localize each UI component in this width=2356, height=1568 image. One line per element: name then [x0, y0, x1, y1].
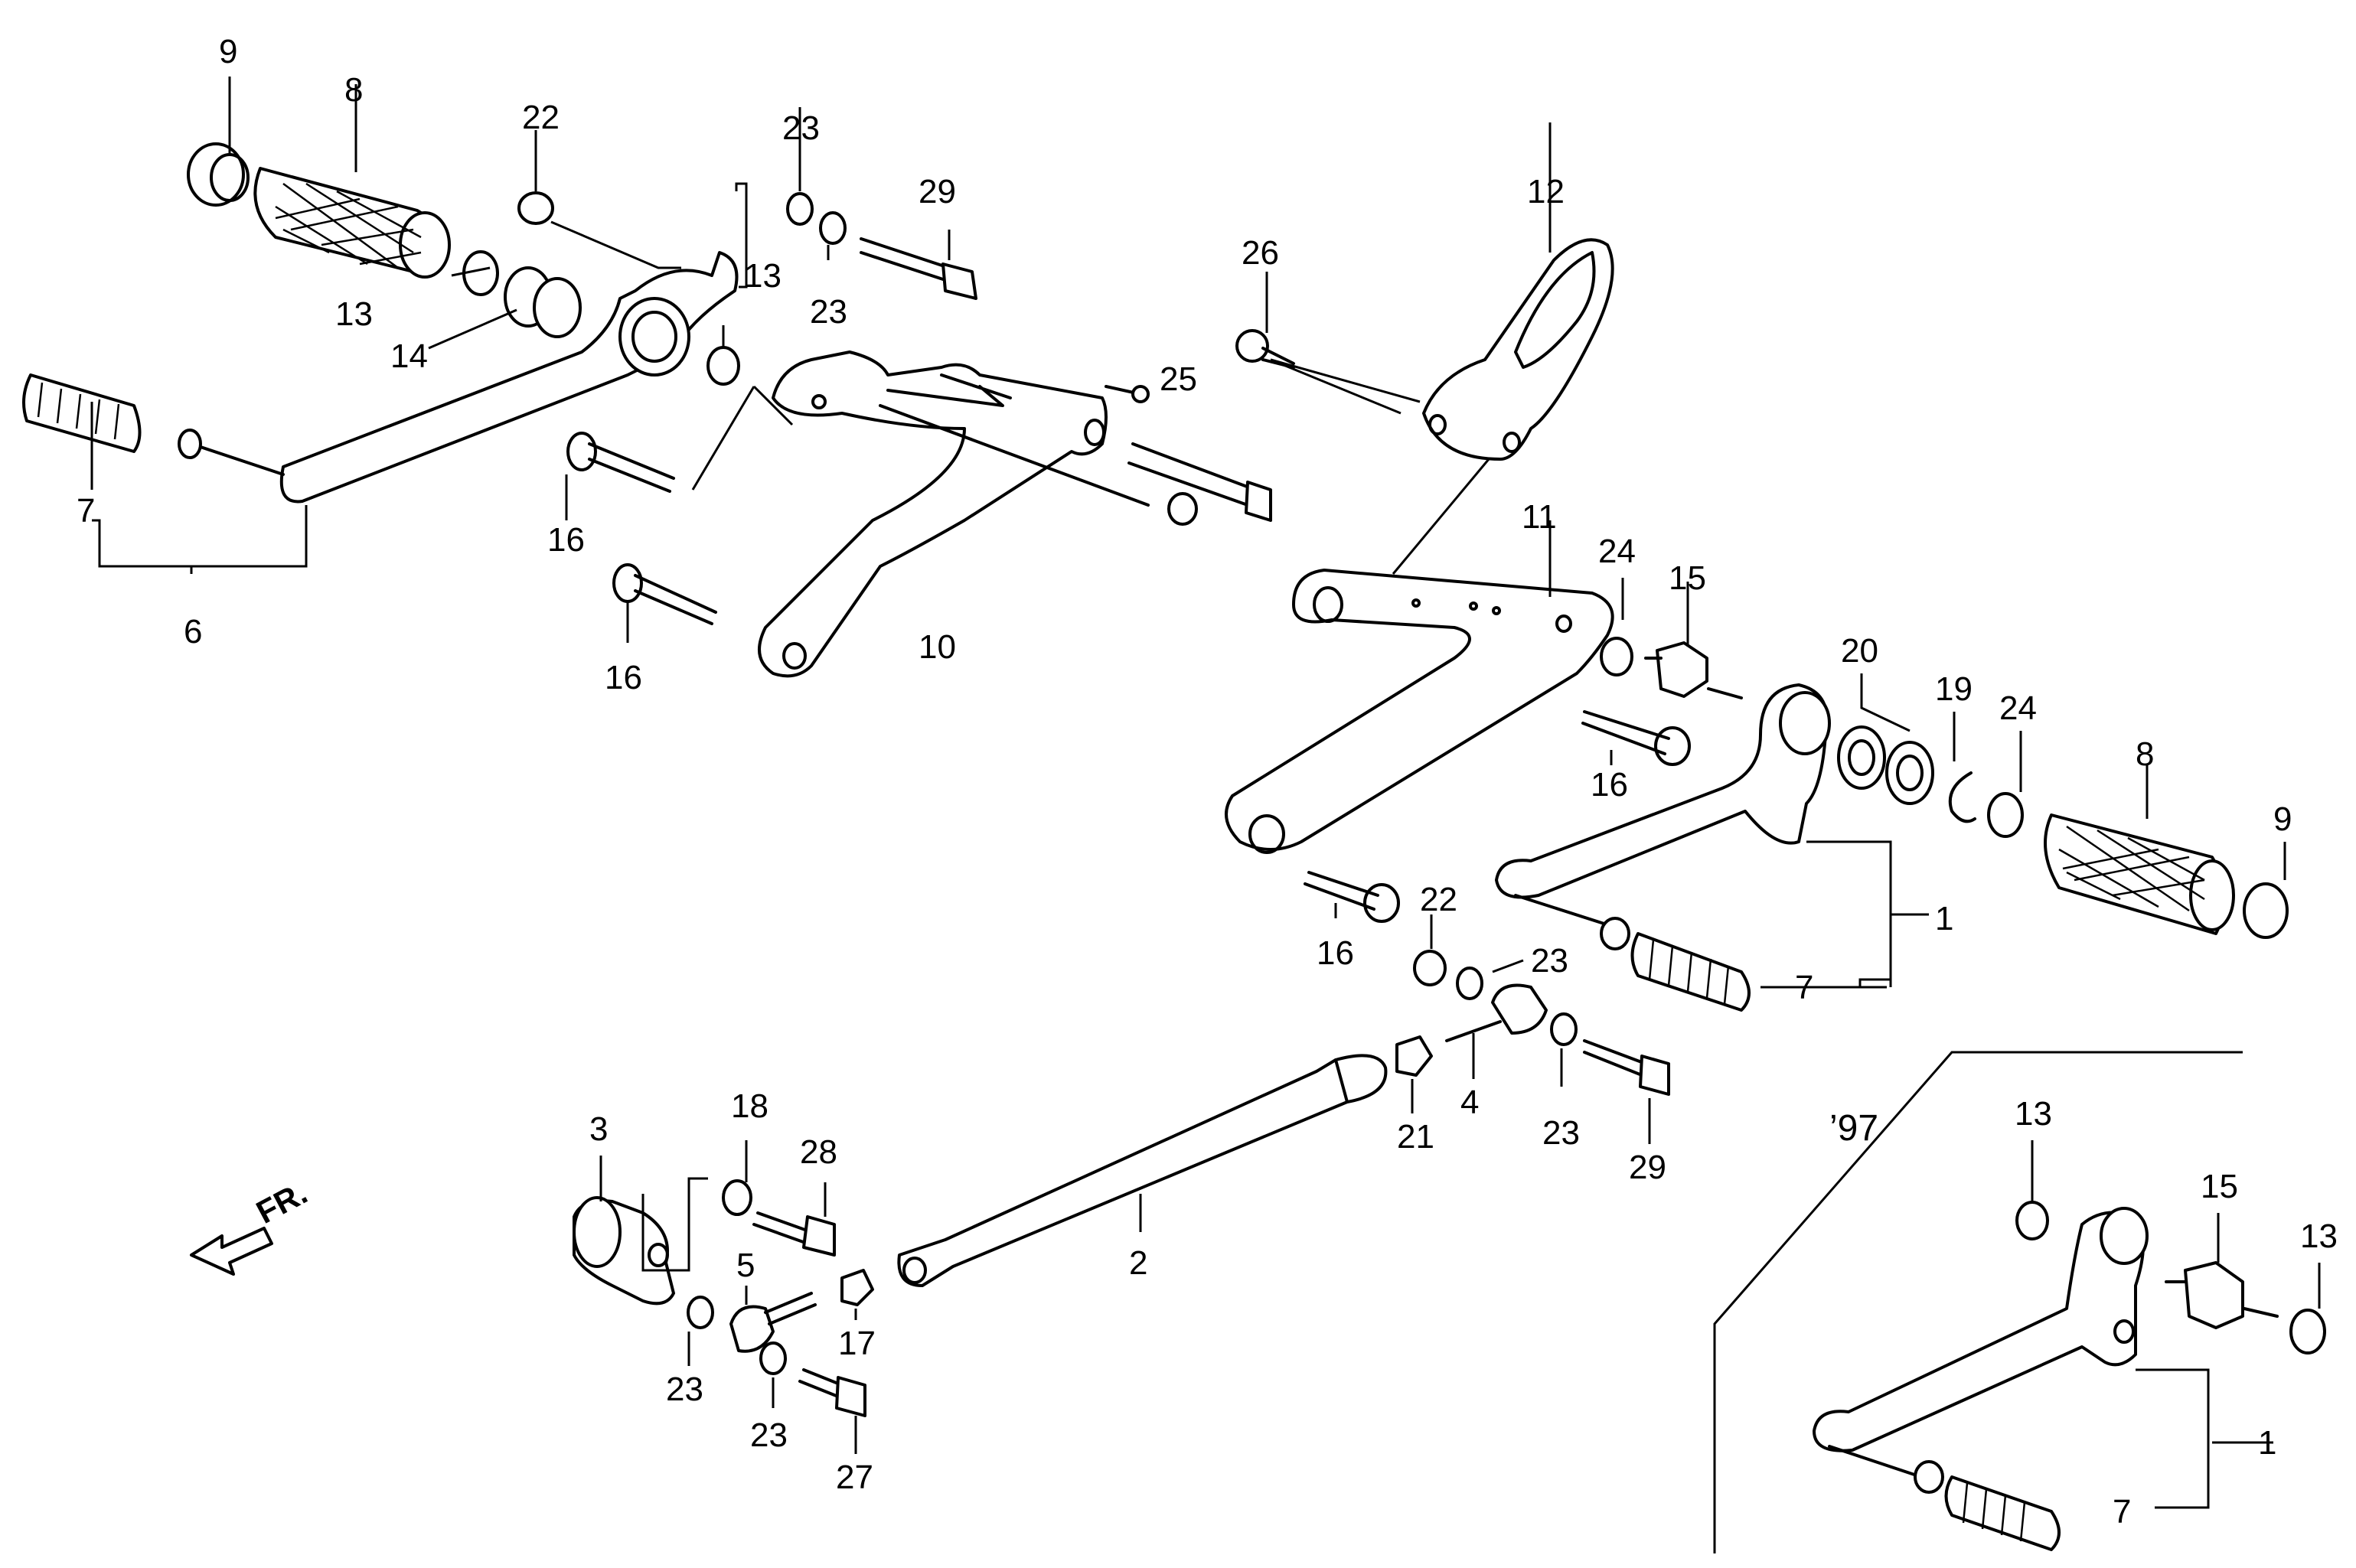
callout-18: 18 [731, 1087, 768, 1125]
callout-2: 2 [1129, 1244, 1147, 1282]
brake-pedal-arm [178, 251, 739, 504]
small-hardware-top [517, 191, 977, 386]
peg-end-cap [187, 142, 250, 207]
bolts-16-left [566, 432, 717, 625]
callout-6: 6 [184, 613, 202, 650]
callout-labels: 9 8 22 23 29 13 23 13 14 12 26 25 7 16 6… [77, 33, 2338, 1531]
callout-24: 24 [1999, 689, 2037, 727]
left-bracket [758, 350, 1272, 678]
callout-21: 21 [1397, 1118, 1434, 1156]
inset-1997: ’97 [1713, 1051, 2326, 1553]
callout-16: 16 [605, 659, 642, 696]
front-marker: FR. [250, 1175, 313, 1231]
callout-29: 29 [1629, 1149, 1666, 1186]
left-peg-group [22, 77, 977, 643]
callout-4: 4 [1460, 1084, 1479, 1121]
front-direction-arrow: FR. [190, 1175, 313, 1276]
collar [504, 266, 582, 338]
heel-guard [1235, 122, 1614, 575]
callout-13: 13 [2300, 1218, 2338, 1255]
callout-20: 20 [1841, 632, 1878, 670]
callout-16: 16 [1591, 766, 1628, 804]
callout-8: 8 [344, 71, 363, 109]
callout-16: 16 [1317, 934, 1354, 972]
callout-1: 1 [1935, 900, 1953, 937]
callout-13: 13 [335, 295, 373, 333]
pedal-rubber [22, 373, 142, 453]
callout-26: 26 [1242, 234, 1279, 272]
callout-7: 7 [1795, 969, 1813, 1006]
callout-23: 23 [666, 1371, 703, 1408]
callout-12: 12 [1527, 173, 1565, 210]
callout-23: 23 [810, 293, 847, 331]
callout-19: 19 [1935, 670, 1973, 708]
callout-23: 23 [1542, 1114, 1580, 1152]
callout-23: 23 [782, 109, 820, 147]
callout-5: 5 [736, 1247, 755, 1284]
callout-8: 8 [2136, 735, 2154, 773]
callout-24: 24 [1598, 533, 1636, 570]
callout-27: 27 [836, 1459, 873, 1496]
callout-7: 7 [2113, 1493, 2131, 1531]
right-bracket [1225, 520, 1743, 854]
callout-9: 9 [2273, 800, 2292, 838]
callout-25: 25 [1160, 360, 1197, 398]
callout-28: 28 [800, 1133, 837, 1171]
callout-22: 22 [1420, 881, 1457, 918]
callout-11: 11 [1522, 498, 1557, 536]
callout-9: 9 [219, 33, 237, 70]
callout-13: 13 [2015, 1095, 2052, 1133]
callout-23: 23 [750, 1416, 788, 1454]
callout-3: 3 [589, 1110, 608, 1148]
callout-10: 10 [919, 628, 956, 666]
callout-14: 14 [390, 337, 428, 375]
callout-15: 15 [1669, 559, 1706, 597]
shift-arm-group [573, 1140, 874, 1454]
callout-29: 29 [919, 173, 956, 210]
callout-13: 13 [744, 257, 782, 295]
callout-7: 7 [77, 492, 95, 530]
year-note: ’97 [1829, 1108, 1878, 1149]
callout-23: 23 [1531, 942, 1568, 980]
callout-22: 22 [522, 99, 560, 136]
callout-15: 15 [2201, 1168, 2238, 1205]
right-pedal-group [1495, 673, 2289, 1012]
lower-hardware [1304, 871, 1670, 1144]
peg-rubber [253, 167, 451, 279]
callout-16: 16 [547, 521, 585, 559]
shift-rod [897, 1054, 1388, 1287]
callout-17: 17 [838, 1325, 876, 1362]
